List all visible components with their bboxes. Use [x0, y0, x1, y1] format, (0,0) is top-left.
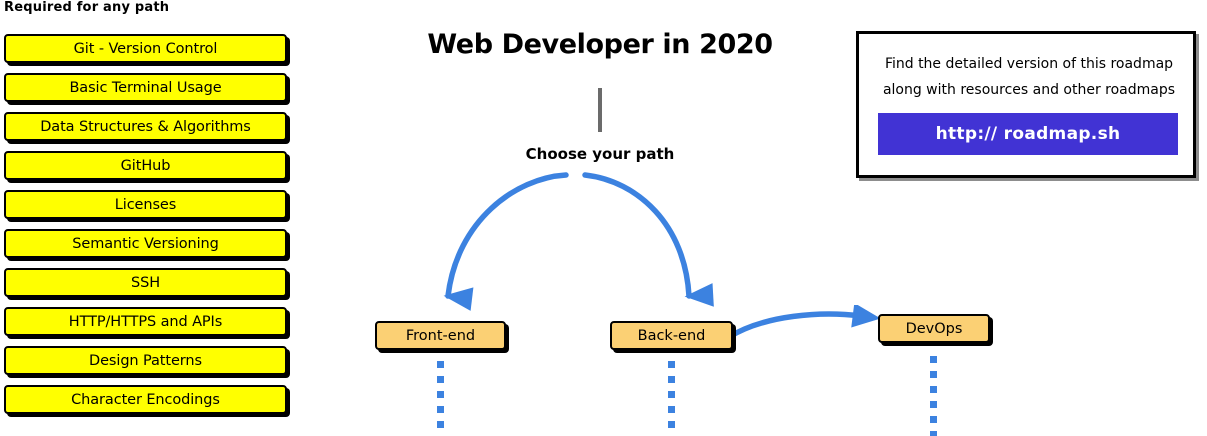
required-topic-item[interactable]: Licenses: [4, 190, 287, 219]
roadmap-info-box: Find the detailed version of this roadma…: [856, 31, 1196, 178]
required-topic-item[interactable]: HTTP/HTTPS and APIs: [4, 307, 287, 336]
dotted-trail-devops: [930, 356, 937, 436]
required-topic-label: HTTP/HTTPS and APIs: [68, 313, 223, 330]
required-topic-item[interactable]: Git - Version Control: [4, 34, 287, 63]
required-topic-label: Character Encodings: [71, 391, 220, 408]
arrow-backend-to-devops: [726, 305, 881, 340]
page-title: Web Developer in 2020: [427, 29, 773, 60]
path-node-label: Front-end: [405, 327, 476, 344]
choose-your-path-label: Choose your path: [525, 145, 675, 163]
required-topic-label: Semantic Versioning: [72, 235, 219, 252]
required-topics-list: Git - Version Control Basic Terminal Usa…: [0, 34, 300, 424]
required-topic-item[interactable]: Character Encodings: [4, 385, 287, 414]
required-topic-label: SSH: [130, 274, 160, 291]
required-topic-label: Data Structures & Algorithms: [40, 118, 251, 135]
branch-arrows: [443, 172, 714, 311]
required-topic-item[interactable]: Design Patterns: [4, 346, 287, 375]
info-box-line-2: along with resources and other roadmaps: [882, 82, 1176, 98]
required-topic-label: GitHub: [120, 157, 171, 174]
required-topic-item[interactable]: SSH: [4, 268, 287, 297]
required-topic-item[interactable]: Data Structures & Algorithms: [4, 112, 287, 141]
path-node-back-end[interactable]: Back-end: [610, 321, 733, 350]
roadmap-link-label: http:// roadmap.sh: [935, 124, 1121, 144]
roadmap-link-button[interactable]: http:// roadmap.sh: [878, 113, 1178, 155]
arrow-to-front-end: [443, 172, 569, 311]
dotted-trail-front-end: [437, 361, 444, 436]
path-node-front-end[interactable]: Front-end: [375, 321, 506, 350]
path-node-label: DevOps: [905, 320, 963, 337]
arrow-to-back-end: [582, 172, 714, 307]
required-topic-item[interactable]: Basic Terminal Usage: [4, 73, 287, 102]
required-topic-label: Git - Version Control: [73, 40, 218, 57]
dotted-trail-back-end: [668, 361, 675, 436]
required-topic-label: Design Patterns: [89, 352, 202, 369]
info-box-line-1: Find the detailed version of this roadma…: [884, 56, 1174, 72]
required-topic-item[interactable]: Semantic Versioning: [4, 229, 287, 258]
required-topic-label: Licenses: [114, 196, 177, 213]
required-section-heading: Required for any path: [4, 0, 170, 15]
required-topic-label: Basic Terminal Usage: [69, 79, 222, 96]
required-for-any-path-section: Required for any path Git - Version Cont…: [0, 0, 300, 436]
required-topic-item[interactable]: GitHub: [4, 151, 287, 180]
path-node-label: Back-end: [637, 327, 706, 344]
path-node-devops[interactable]: DevOps: [878, 314, 990, 343]
title-stem-connector: [598, 88, 602, 132]
